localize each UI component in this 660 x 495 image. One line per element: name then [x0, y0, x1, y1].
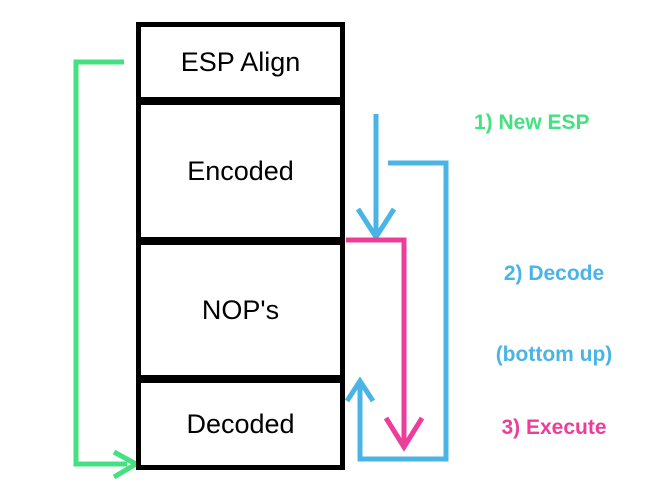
execute-decoded-arrow [346, 237, 425, 452]
stack-segment-label: Decoded [186, 408, 295, 439]
stack-segment-label: ESP Align [180, 46, 301, 77]
legend-line: 2) Decode [503, 261, 605, 285]
decode-down-arrow [355, 114, 397, 242]
stack-segment-label: NOP's [201, 294, 280, 325]
legend-line: 1) New ESP [474, 110, 590, 134]
new-esp-arrow [73, 59, 142, 480]
stack-segment-encoded: Encoded [136, 100, 345, 242]
decode-loop-arrow [344, 160, 449, 462]
stack-segment-decoded: Decoded [136, 378, 345, 470]
legend-line: 3) Execute [501, 415, 607, 439]
stack-segment-nops: NOP's [136, 240, 345, 380]
legend-item-new-esp: 1) New ESP [474, 54, 590, 190]
legend-item-execute-decoded: 3) Execute Decoded [469, 359, 639, 495]
stack-segment-label: Encoded [187, 155, 294, 186]
legend-line: (bottom up) [495, 343, 613, 367]
stack-segment-esp-align: ESP Align [136, 22, 345, 102]
legend-item-decode: 2) Decode (bottom up) [469, 205, 639, 423]
